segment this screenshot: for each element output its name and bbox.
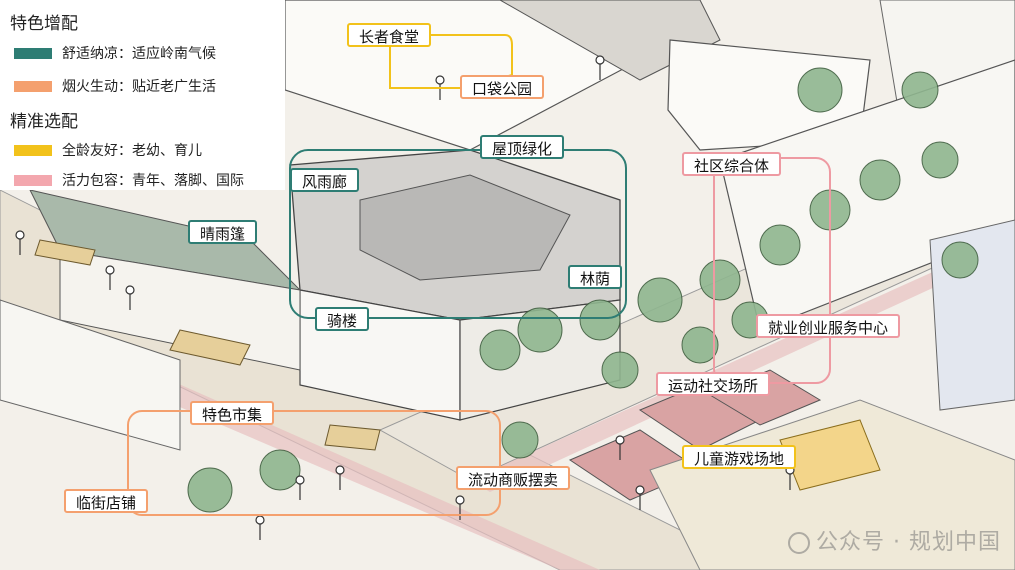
- label-wind-rain-corridor: 风雨廊: [290, 168, 360, 192]
- market-stall-3: [324, 424, 381, 451]
- label-mobile-vendors: 流动商贩摆卖: [456, 466, 571, 490]
- label-arcade: 骑楼: [315, 307, 370, 331]
- central-roof-shade: [359, 174, 571, 281]
- trees: [187, 67, 979, 513]
- legend-item-all-ages: 全龄友好：老幼、育儿: [14, 140, 202, 160]
- legend-heading-featured: 特色增配: [10, 14, 78, 34]
- playground-yellow: [779, 419, 881, 491]
- watermark: 公众号 · 规划中国: [788, 524, 1001, 556]
- legend-label: 烟火生动：贴近老广生活: [62, 79, 216, 95]
- label-elder-canteen: 长者食堂: [347, 23, 432, 47]
- label-rooftop-green: 屋顶绿化: [480, 135, 565, 159]
- legend-label: 舒适纳凉：适应岭南气候: [62, 46, 216, 62]
- zone-outline-orange: [127, 410, 501, 516]
- label-community-complex: 社区综合体: [682, 152, 782, 176]
- label-featured-market: 特色市集: [190, 401, 275, 425]
- legend-swatch-pink: [14, 174, 52, 186]
- legend-swatch-orange: [14, 80, 52, 92]
- legend-swatch-teal: [14, 47, 52, 59]
- left-arcade-facade: [59, 249, 301, 371]
- label-sunny-rain-canopy: 晴雨篷: [188, 220, 258, 244]
- wechat-icon: [788, 532, 811, 554]
- market-stall-1: [34, 239, 96, 266]
- legend-label: 活力包容：青年、落脚、国际: [62, 173, 244, 189]
- label-sports-social: 运动社交场所: [656, 372, 771, 396]
- legend: 特色增配 舒适纳凉：适应岭南气候 烟火生动：贴近老广生活 精准选配 全龄友好：老…: [0, 0, 285, 190]
- legend-item-comfort: 舒适纳凉：适应岭南气候: [14, 43, 216, 63]
- label-employment-center: 就业创业服务中心: [756, 314, 901, 338]
- playground-area: [649, 399, 1015, 570]
- legend-label: 全龄友好：老幼、育儿: [62, 143, 202, 159]
- legend-swatch-yellow: [14, 144, 52, 156]
- legend-item-inclusive: 活力包容：青年、落脚、国际: [14, 170, 244, 190]
- people-figures: [15, 55, 795, 540]
- label-kids-playground: 儿童游戏场地: [682, 445, 797, 469]
- legend-heading-precise: 精准选配: [10, 112, 78, 132]
- label-street-shops: 临街店铺: [64, 489, 149, 513]
- market-stall-2: [169, 329, 251, 366]
- cross-street-pink-strip: [470, 235, 1015, 492]
- label-tree-shade: 林荫: [568, 265, 623, 289]
- zone-outline-teal: [289, 149, 627, 319]
- building-upper-mid: [498, 0, 721, 81]
- label-pocket-park: 口袋公园: [460, 75, 545, 99]
- legend-item-lively: 烟火生动：贴近老广生活: [14, 76, 216, 96]
- watermark-text: 公众号 · 规划中国: [816, 530, 1001, 555]
